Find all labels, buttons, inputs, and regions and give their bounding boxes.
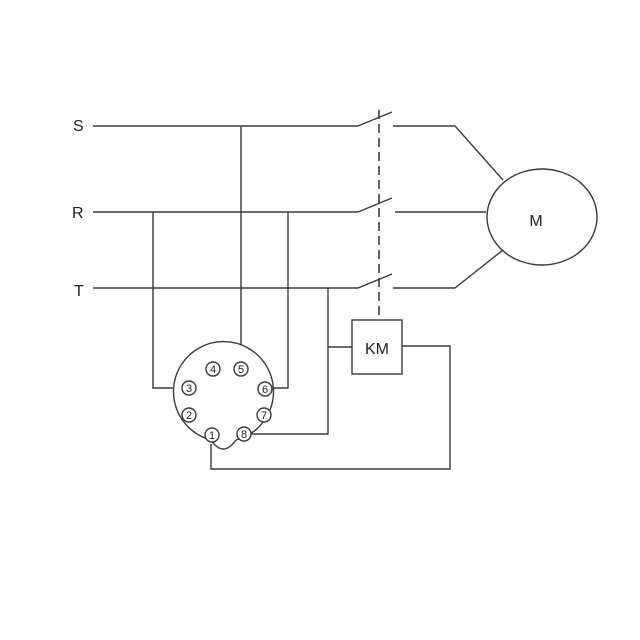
label-r: R — [72, 205, 84, 222]
relay-pin-8: 8 — [236, 426, 252, 442]
relay-pin-1: 1 — [204, 427, 220, 443]
relay-pins: 1 2 3 4 5 6 7 8 — [181, 361, 273, 443]
contactor-coil: KM — [351, 319, 403, 375]
relay-pin-2: 2 — [181, 407, 197, 423]
motor: M — [486, 168, 598, 266]
svg-text:2: 2 — [186, 410, 192, 422]
svg-text:5: 5 — [238, 364, 244, 376]
relay-pin-6: 6 — [257, 381, 273, 397]
svg-text:4: 4 — [210, 364, 216, 376]
svg-text:7: 7 — [261, 410, 267, 422]
relay-pin-5: 5 — [233, 361, 249, 377]
svg-text:6: 6 — [262, 384, 268, 396]
svg-text:1: 1 — [209, 430, 215, 442]
phase-s-line — [93, 111, 455, 127]
motor-label: M — [529, 213, 542, 230]
relay-pin-4: 4 — [205, 361, 221, 377]
relay-pin-7: 7 — [256, 407, 272, 423]
svg-text:8: 8 — [241, 429, 247, 441]
svg-text:3: 3 — [186, 383, 192, 395]
contactor-label: KM — [365, 341, 389, 358]
phase-t-line — [93, 273, 455, 289]
phase-r-line — [93, 197, 486, 213]
motor-feed-wires — [454, 125, 504, 289]
label-s: S — [73, 118, 84, 135]
label-t: T — [74, 283, 84, 300]
relay-pin-3: 3 — [181, 380, 197, 396]
